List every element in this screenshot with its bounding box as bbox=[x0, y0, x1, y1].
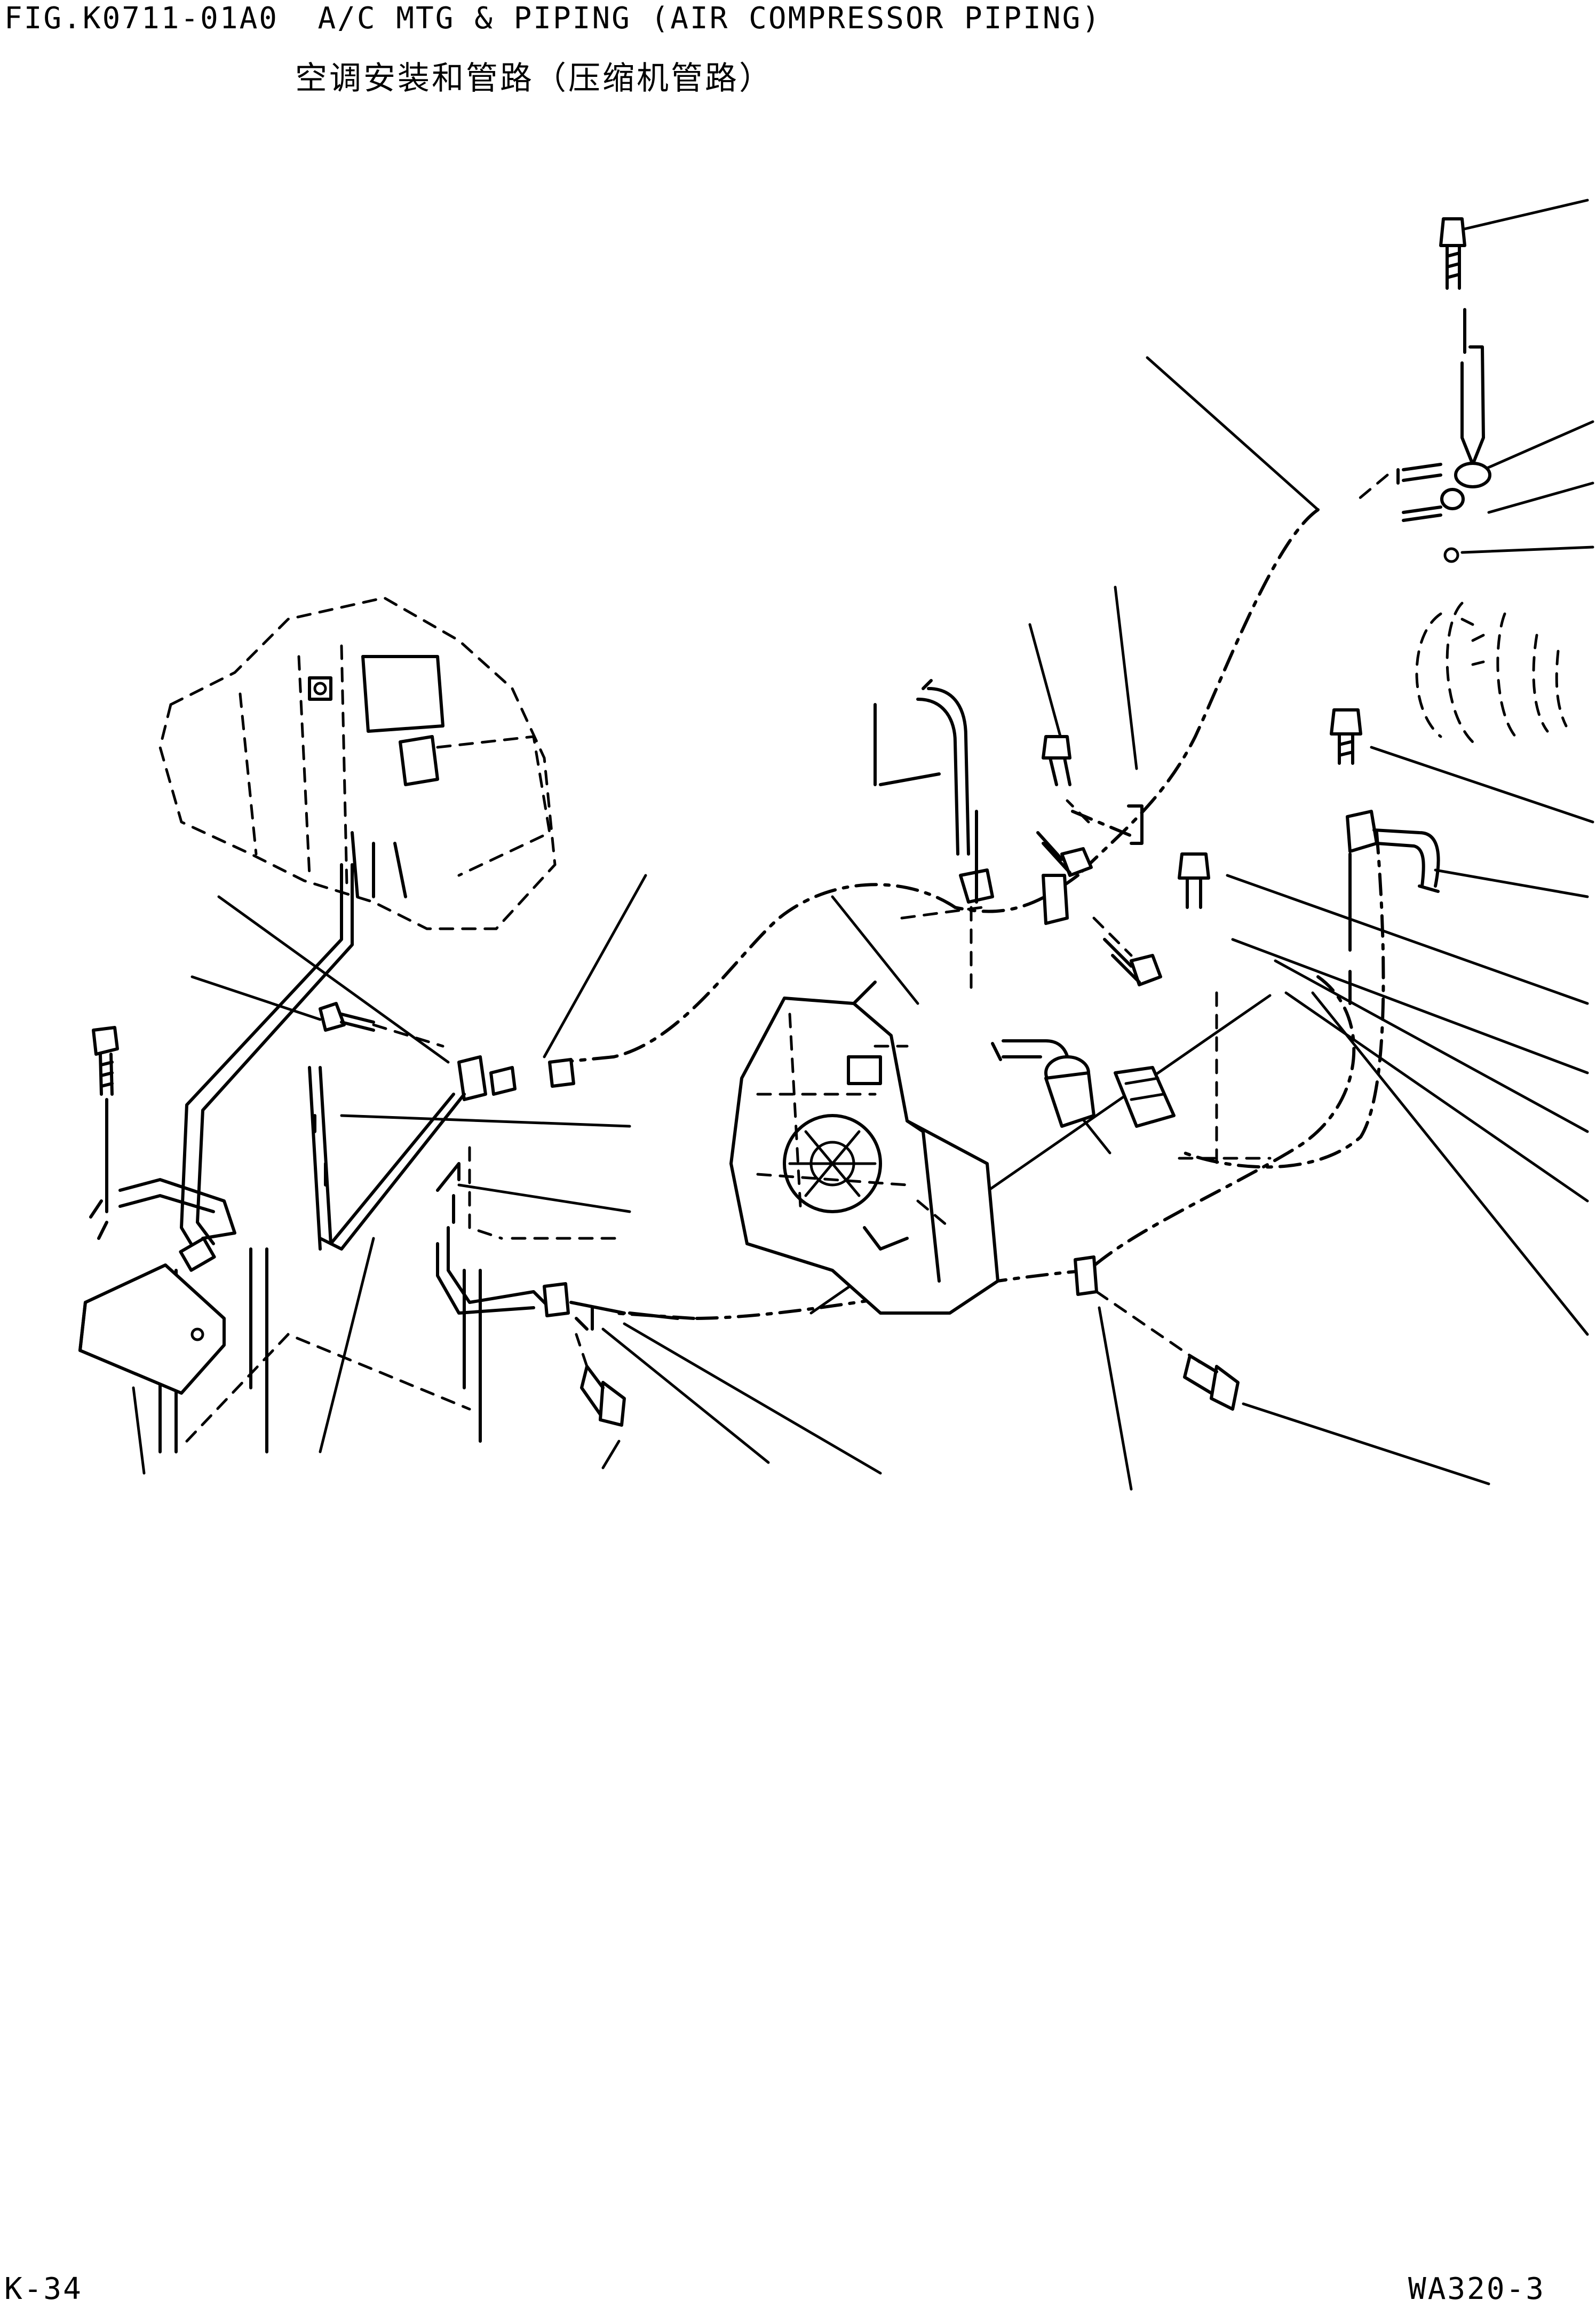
air-compressor bbox=[729, 981, 999, 1315]
left-bolts bbox=[92, 1002, 444, 1213]
top-fitting-assembly bbox=[1354, 217, 1491, 563]
compressor-fittings bbox=[991, 1039, 1176, 1128]
machine-model: WA320-3 bbox=[1408, 2272, 1545, 2306]
hidden-lines bbox=[468, 991, 1272, 1240]
figure-title-chinese: 空调安装和管路（压缩机管路） bbox=[295, 60, 773, 97]
lower-clamp-and-bolt bbox=[1074, 1255, 1240, 1411]
page-number: K-34 bbox=[4, 2272, 83, 2306]
mid-left-fittings bbox=[308, 1055, 679, 1443]
control-valve-block bbox=[158, 596, 557, 930]
center-bolts bbox=[1036, 735, 1210, 986]
receiver-drier-sketch bbox=[1415, 602, 1568, 744]
right-bolt-and-elbow bbox=[1330, 708, 1440, 1005]
mounting-bracket bbox=[78, 1178, 236, 1395]
hose-clamps-upper bbox=[874, 679, 1144, 994]
discharge-hose bbox=[559, 508, 1385, 1169]
figure-title: FIG.K0711-01A0 A/C MTG & PIPING (AIR COM… bbox=[4, 1, 1102, 36]
